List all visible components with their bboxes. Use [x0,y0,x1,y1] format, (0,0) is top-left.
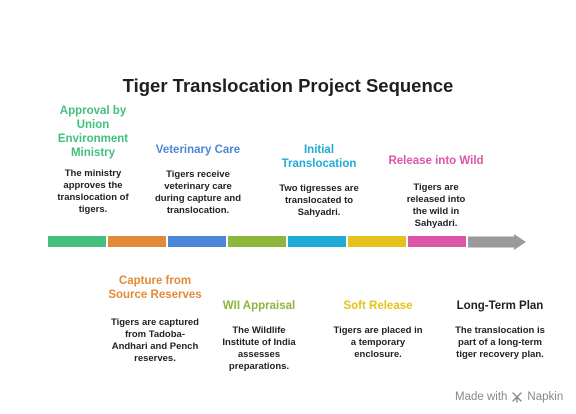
step-veterinary-title: Veterinary Care [155,144,241,156]
footer-text: Made with [455,391,508,403]
step-soft-release: Soft Release Tigers are placed in a temp… [323,299,433,361]
diagram-title: Tiger Translocation Project Sequence [122,75,454,96]
step-approval-desc: The ministry approves the translocation … [57,168,129,215]
step-initial-translocation: Initial Translocation Two tigresses are … [266,143,372,219]
napkin-logo-icon [512,392,523,403]
step-long-term-plan: Long-Term Plan The translocation is part… [440,299,560,361]
footer-credit: Made with Napkin [455,391,563,403]
timeline-segment-wii [228,236,286,247]
step-long-term-plan-title: Long-Term Plan [456,300,544,312]
step-release-wild-title: Release into Wild [388,155,484,167]
step-release-wild: Release into Wild Tigers are released in… [381,154,491,230]
footer-brand: Napkin [527,391,564,403]
step-capture-desc: Tigers are captured from Tadoba-Andhari … [110,317,199,364]
step-wii-appraisal-title: WII Appraisal [222,300,296,312]
step-approval: Approval by Union Environment Ministry T… [33,104,153,216]
step-initial-translocation-desc: Two tigresses are translocated to Sahyad… [279,183,359,218]
step-veterinary: Veterinary Care Tigers receive veterinar… [143,143,253,217]
timeline-arrow-icon [468,234,526,250]
step-initial-translocation-title: Initial Translocation [281,144,357,170]
step-soft-release-title: Soft Release [343,300,413,312]
step-approval-title: Approval by Union Environment Ministry [57,105,129,159]
timeline-segment-soft-release [348,236,406,247]
timeline-segment-initial [288,236,346,247]
step-soft-release-desc: Tigers are placed in a temporary enclosu… [333,325,423,360]
step-veterinary-desc: Tigers receive veterinary care during ca… [154,169,242,216]
step-wii-appraisal-desc: The Wildlife Institute of India assesses… [222,325,296,372]
step-long-term-plan-desc: The translocation is part of a long-term… [455,325,545,360]
timeline-segment-capture [108,236,166,247]
step-wii-appraisal: WII Appraisal The Wildlife Institute of … [203,299,315,373]
step-release-wild-desc: Tigers are released into the wild in Sah… [406,182,466,229]
timeline-segment-veterinary [168,236,226,247]
step-capture-title: Capture from Source Reserves [108,275,202,301]
step-capture: Capture from Source Reserves Tigers are … [85,274,225,365]
timeline-segment-approval [48,236,106,247]
timeline-segment-release-wild [408,236,466,247]
